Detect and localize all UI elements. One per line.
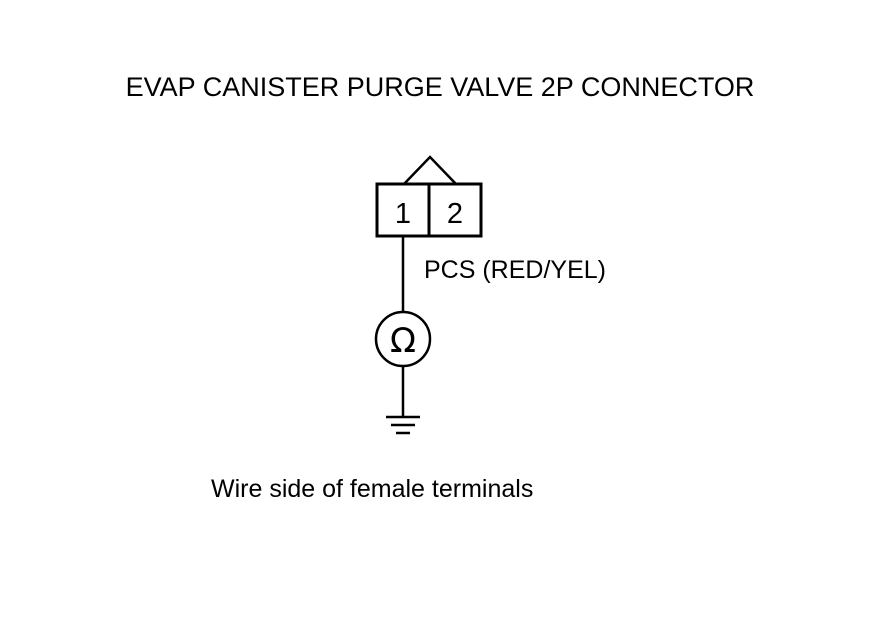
ohmmeter-icon: Ω: [374, 310, 432, 368]
connector-lock-tab: [403, 155, 457, 185]
diagram-title: EVAP CANISTER PURGE VALVE 2P CONNECTOR: [125, 72, 755, 102]
diagram-caption: Wire side of female terminals: [211, 475, 534, 503]
wire-label: PCS (RED/YEL): [424, 256, 606, 284]
ground-icon: [386, 415, 420, 435]
pin-1-label: 1: [395, 198, 411, 230]
ohm-symbol: Ω: [390, 321, 416, 361]
pin-2-label: 2: [447, 198, 463, 230]
